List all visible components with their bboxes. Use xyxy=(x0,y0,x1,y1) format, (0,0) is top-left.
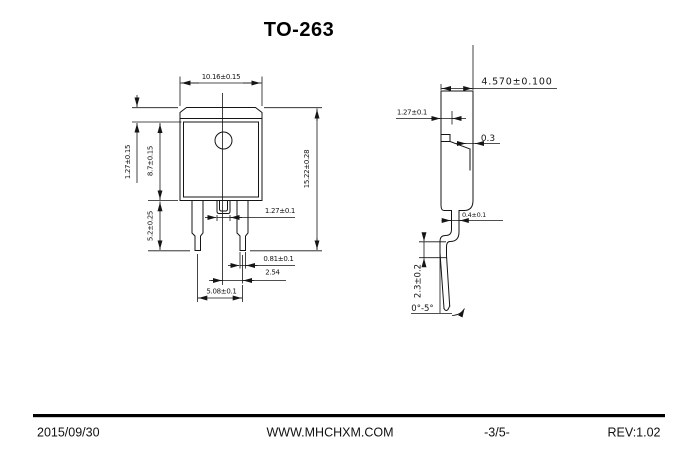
dim-lead-thickness-label: 0.4±0.1 xyxy=(462,211,486,219)
dim-tab-thickness: 1.27±0.1 xyxy=(396,109,466,125)
dim-step-label: 0.3 xyxy=(481,134,495,144)
dim-lead-tip-width-label: 0.81±0.1 xyxy=(263,255,293,263)
dim-body-height-label: 8.7±0.15 xyxy=(147,146,155,176)
dim-tab-height: 1.27±0.15 xyxy=(124,95,182,183)
dim-lead-length: 5.2±0.25 xyxy=(147,200,190,252)
side-lead-front xyxy=(439,210,452,310)
footer-page-number: -3/5- xyxy=(484,426,510,440)
dim-standoff: 2.3±0.2 xyxy=(414,232,447,298)
dim-body-depth-label: 4.570±0.100 xyxy=(481,77,552,88)
footer-revision: REV:1.02 xyxy=(607,426,660,440)
dim-lead-span: 5.08±0.1 xyxy=(197,254,243,302)
front-body-outer xyxy=(179,118,263,201)
dim-foot-angle: 0°-5° xyxy=(411,304,465,318)
footer-divider xyxy=(33,414,665,418)
front-outline xyxy=(179,93,263,285)
footer-date: 2015/09/30 xyxy=(37,426,100,440)
footer-website: WWW.MHCHXM.COM xyxy=(266,426,393,440)
side-body xyxy=(440,90,474,211)
front-view: 10.16±0.15 1.27±0.15 8.7±0.15 5.2±0.25 xyxy=(124,73,322,302)
side-lead-tip xyxy=(443,305,451,312)
page-title: TO-263 xyxy=(264,19,334,41)
dim-tab-height-label: 1.27±0.15 xyxy=(124,145,132,179)
dim-overall-height: 15.22±0.28 xyxy=(250,107,322,252)
page-footer: 2015/09/30 WWW.MHCHXM.COM -3/5- REV:1.02 xyxy=(33,414,665,440)
side-lead-back xyxy=(446,210,460,307)
dim-lead-tip-width: 0.81±0.1 xyxy=(228,252,295,269)
dim-body-width: 10.16±0.15 xyxy=(179,73,263,106)
side-outline xyxy=(439,90,474,313)
front-body-inner xyxy=(183,121,259,198)
front-lead-left xyxy=(191,200,204,251)
dim-overall-height-label: 15.22±0.28 xyxy=(303,150,311,189)
dim-lead-thickness: 0.4±0.1 xyxy=(441,211,503,223)
front-lead-right xyxy=(236,200,249,251)
dim-body-height: 8.7±0.15 xyxy=(147,123,163,200)
dim-lead-span-label: 5.08±0.1 xyxy=(206,288,236,296)
dim-standoff-label: 2.3±0.2 xyxy=(414,264,424,298)
dim-center-lead-width: 1.27±0.1 xyxy=(205,207,295,221)
dim-tab-thickness-label: 1.27±0.1 xyxy=(397,109,427,117)
front-lead-center-stub xyxy=(216,200,231,214)
dim-body-width-label: 10.16±0.15 xyxy=(202,73,241,81)
dim-lead-length-label: 5.2±0.25 xyxy=(147,211,155,241)
dim-body-depth: 4.570±0.100 xyxy=(440,45,557,91)
dim-center-lead-width-label: 1.27±0.1 xyxy=(265,207,295,215)
dim-foot-angle-label: 0°-5° xyxy=(411,304,433,314)
front-lead-center-stub-inner xyxy=(219,200,228,212)
dim-lead-pitch: 2.54 xyxy=(209,255,286,284)
dim-lead-pitch-label: 2.54 xyxy=(265,269,280,277)
dim-step: 0.3 xyxy=(456,134,500,146)
side-tab-notch xyxy=(440,134,451,142)
front-mount-hole xyxy=(214,131,233,150)
side-view: 4.570±0.100 1.27±0.1 0.3 0.4±0.1 xyxy=(396,45,557,318)
